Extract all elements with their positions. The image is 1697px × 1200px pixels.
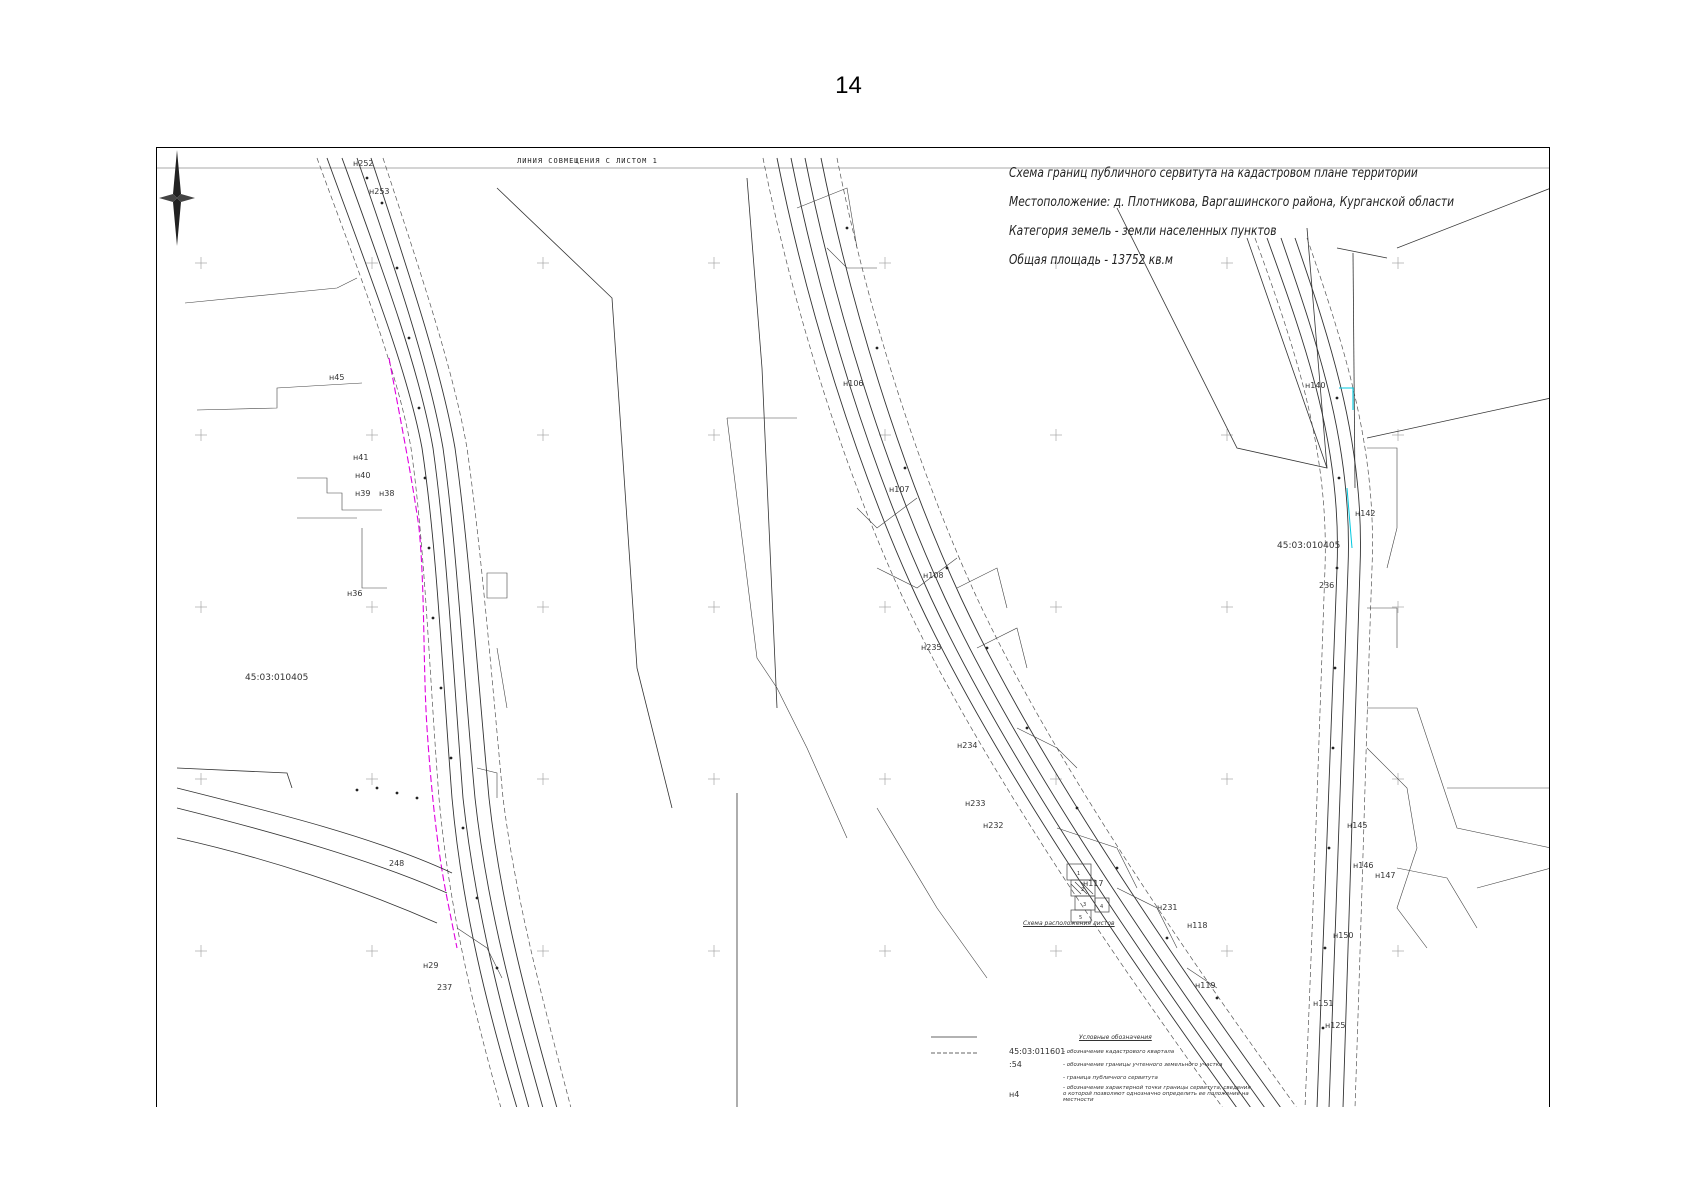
boundary-point-label: н252	[353, 159, 374, 168]
legend-item: 45:03:011601 - обозначение кадастрового …	[1009, 1045, 1369, 1058]
survey-point	[1115, 866, 1119, 870]
boundary-point-label: н118	[1187, 921, 1208, 930]
map-title: Схема границ публичного сервитута на кад…	[1009, 166, 1418, 181]
survey-point	[395, 266, 399, 270]
legend-item: н4 - обозначение характерной точки грани…	[1009, 1084, 1369, 1104]
survey-point	[1331, 746, 1335, 750]
total-area: Общая площадь - 13752 кв.м	[1009, 253, 1173, 268]
survey-point	[875, 346, 879, 350]
survey-point	[945, 566, 949, 570]
boundary-point-label: н40	[355, 471, 370, 480]
survey-point	[845, 226, 849, 230]
survey-point	[1075, 806, 1079, 810]
survey-point	[903, 466, 907, 470]
boundary-point-label: 236	[1319, 581, 1334, 590]
survey-point	[1025, 726, 1029, 730]
legend-text: - обозначение характерной точки границы …	[1063, 1085, 1251, 1103]
title-block: Схема границ публичного сервитута на кад…	[1009, 166, 1549, 282]
page-number: 14	[835, 72, 862, 99]
legend-symbol: н4	[1009, 1089, 1020, 1099]
boundary-point-label: н145	[1347, 821, 1368, 830]
survey-point	[1335, 396, 1339, 400]
survey-point	[475, 896, 479, 900]
survey-point	[439, 686, 443, 690]
survey-point	[1323, 946, 1327, 950]
boundary-point-label: н41	[353, 453, 368, 462]
boundary-point-label: н39	[355, 489, 370, 498]
legend: Условные обозначения 45:03:011601 - обоз…	[1009, 1034, 1369, 1104]
survey-point	[1165, 936, 1169, 940]
survey-point	[431, 616, 435, 620]
sheet-number: 5	[1079, 915, 1082, 921]
legend-symbol: :54	[1009, 1060, 1022, 1069]
boundary-point-label: н142	[1355, 509, 1376, 518]
boundary-point-label: н232	[983, 821, 1004, 830]
survey-point	[495, 966, 499, 970]
survey-point	[1333, 666, 1337, 670]
survey-point	[1215, 996, 1219, 1000]
boundary-point-label: н108	[923, 571, 944, 580]
boundary-point-label: 237	[437, 983, 452, 992]
legend-title: Условные обозначения	[1079, 1034, 1152, 1041]
survey-point	[1335, 566, 1339, 570]
north-arrow-icon	[159, 150, 195, 246]
map-location: Местоположение: д. Плотникова, Варгашинс…	[1009, 195, 1455, 210]
sheet-number: 2	[1081, 887, 1084, 893]
boundary-point-label: н106	[843, 379, 864, 388]
boundary-point-label: н125	[1325, 1021, 1346, 1030]
boundary-point-label: н234	[957, 741, 978, 750]
boundary-point-label: н29	[423, 961, 438, 970]
boundary-point-label: н231	[1157, 903, 1178, 912]
legend-item: - граница публичного сервитута	[1009, 1071, 1369, 1084]
legend-item: :54 - обозначение границы учтенного земе…	[1009, 1058, 1369, 1071]
legend-text: - обозначение границы учтенного земельно…	[1063, 1061, 1223, 1068]
boundary-point-label: н38	[379, 489, 394, 498]
boundary-point-label: 248	[389, 859, 404, 868]
boundary-point-label: н140	[1305, 381, 1326, 390]
survey-point	[1321, 1026, 1325, 1030]
survey-point	[461, 826, 465, 830]
boundary-point-label: н235	[921, 643, 942, 652]
survey-point	[449, 756, 453, 760]
map-drawing: н252н253н45н41н40н39н38н36н29н106н107н10…	[157, 157, 1549, 1107]
sheet-number: 3	[1083, 902, 1086, 908]
legend-text: - граница публичного сервитута	[1063, 1074, 1158, 1081]
survey-point	[427, 546, 431, 550]
boundary-point-label: н36	[347, 589, 362, 598]
boundary-point-label: н233	[965, 799, 986, 808]
land-category: Категория земель - земли населенных пунк…	[1009, 224, 1277, 239]
boundary-point-label: н119	[1195, 981, 1216, 990]
legend-symbol: 45:03:011601	[1009, 1047, 1066, 1056]
boundary-point-label: н151	[1313, 999, 1334, 1008]
survey-point	[1327, 846, 1331, 850]
survey-point	[407, 336, 411, 340]
survey-point	[365, 176, 369, 180]
survey-point	[415, 796, 419, 800]
survey-point	[985, 646, 989, 650]
legend-text: - обозначение кадастрового квартала	[1063, 1048, 1175, 1055]
boundary-point-label: н107	[889, 485, 910, 494]
boundary-point-label: н253	[369, 187, 390, 196]
boundary-point-label: н150	[1333, 931, 1354, 940]
survey-point	[395, 791, 399, 795]
sheet-number: 4	[1100, 904, 1103, 910]
sheet-junction-line-label: ЛИНИЯ СОВМЕЩЕНИЯ С ЛИСТОМ 1	[517, 157, 658, 165]
survey-point	[355, 788, 359, 792]
sheet-layout-title: Схема расположения листов	[1023, 920, 1115, 927]
survey-point	[1337, 476, 1341, 480]
sheet-layout-scheme: Схема расположения листов	[1023, 920, 1133, 927]
survey-point	[380, 201, 384, 205]
boundary-point-label: н146	[1353, 861, 1374, 870]
boundary-point-label: н45	[329, 373, 344, 382]
survey-point	[423, 476, 427, 480]
sheet-number: 1	[1077, 871, 1080, 877]
boundary-point-label: н147	[1375, 871, 1396, 880]
survey-point	[417, 406, 421, 410]
cadastral-quarter-label: 45:03:010405	[1277, 541, 1341, 551]
boundary-point-label: н117	[1083, 879, 1104, 888]
survey-point	[375, 786, 379, 790]
cadastral-quarter-label: 45:03:010405	[245, 673, 309, 683]
